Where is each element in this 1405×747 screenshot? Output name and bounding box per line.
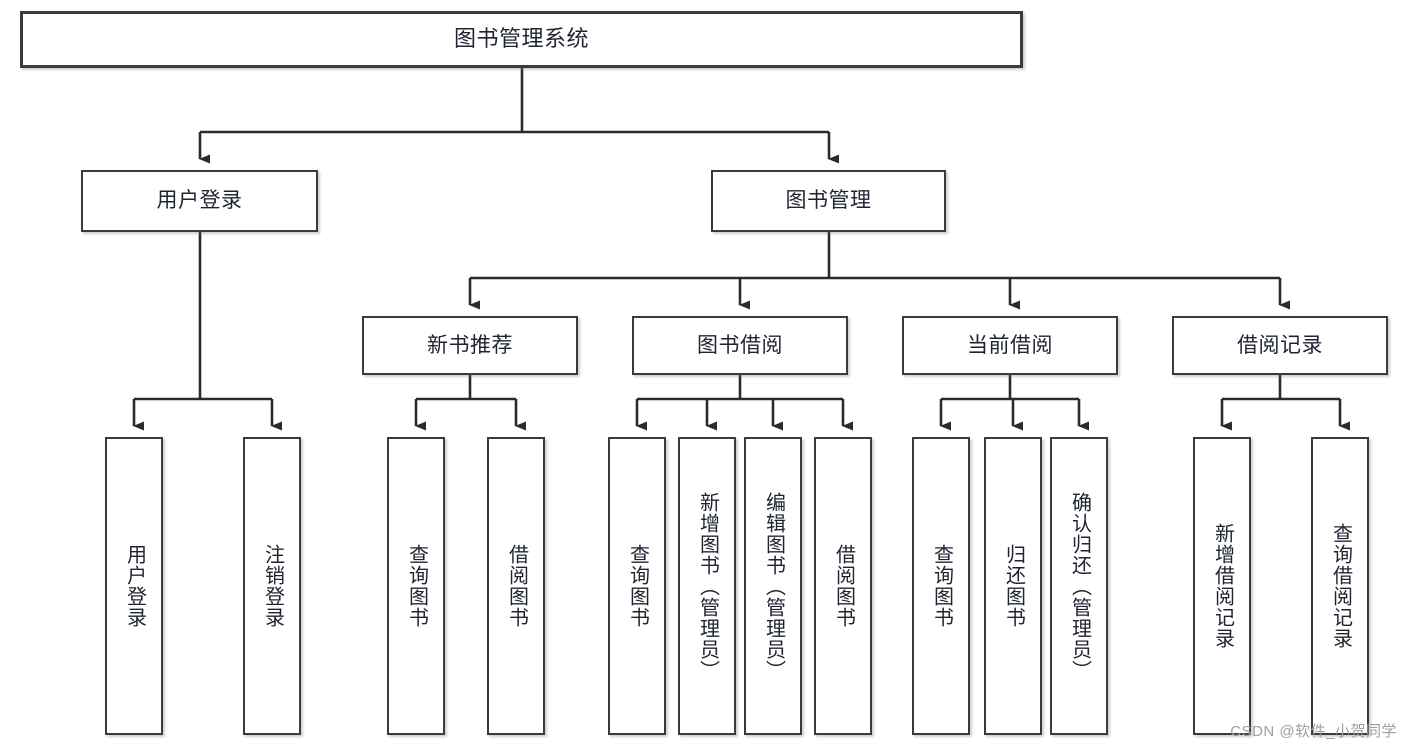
node-new-book-rec: 新书推荐 xyxy=(362,316,578,375)
node-label: 查询借阅记录 xyxy=(1329,523,1352,649)
node-leaf-query-book-cur: 查询图书 xyxy=(912,437,970,735)
node-leaf-borrow-book-rec: 借阅图书 xyxy=(487,437,545,735)
node-label: 用户登录 xyxy=(123,544,146,628)
node-leaf-user-login: 用户登录 xyxy=(105,437,163,735)
node-leaf-add-record: 新增借阅记录 xyxy=(1193,437,1251,735)
node-label: 查询图书 xyxy=(626,544,649,628)
node-current-borrow: 当前借阅 xyxy=(902,316,1118,375)
node-label: 注销登录 xyxy=(261,544,284,628)
node-label: 当前借阅 xyxy=(967,333,1053,357)
node-label: 归还图书 xyxy=(1002,544,1025,628)
node-leaf-add-book: 新增图书（管理员） xyxy=(678,437,736,735)
node-leaf-query-record: 查询借阅记录 xyxy=(1311,437,1369,735)
node-label: 图书管理 xyxy=(785,189,872,213)
node-label: 借阅记录 xyxy=(1237,333,1323,357)
node-label: 借阅图书 xyxy=(505,544,528,628)
node-leaf-user-logout: 注销登录 xyxy=(243,437,301,735)
node-leaf-query-book: 查询图书 xyxy=(608,437,666,735)
node-label: 查询图书 xyxy=(930,544,953,628)
node-label: 确认归还（管理员） xyxy=(1068,491,1091,681)
node-label: 查询图书 xyxy=(405,544,428,628)
node-borrow-record: 借阅记录 xyxy=(1172,316,1388,375)
node-label: 图书管理系统 xyxy=(453,26,589,52)
node-leaf-confirm-return: 确认归还（管理员） xyxy=(1050,437,1108,735)
node-leaf-borrow-book: 借阅图书 xyxy=(814,437,872,735)
watermark: CSDN @软件_小贺同学 xyxy=(1230,723,1397,740)
node-leaf-query-book-rec: 查询图书 xyxy=(387,437,445,735)
node-label: 新增借阅记录 xyxy=(1211,523,1234,649)
node-label: 用户登录 xyxy=(156,189,243,213)
node-label: 编辑图书（管理员） xyxy=(762,491,785,681)
node-label: 图书借阅 xyxy=(697,333,783,357)
node-label: 新书推荐 xyxy=(427,333,513,357)
node-leaf-return-book: 归还图书 xyxy=(984,437,1042,735)
node-user-login: 用户登录 xyxy=(81,170,318,232)
node-label: 借阅图书 xyxy=(832,544,855,628)
node-leaf-edit-book: 编辑图书（管理员） xyxy=(744,437,802,735)
node-book-borrow: 图书借阅 xyxy=(632,316,848,375)
node-book-manage: 图书管理 xyxy=(711,170,946,232)
node-label: 新增图书（管理员） xyxy=(696,491,719,681)
node-root: 图书管理系统 xyxy=(20,11,1023,68)
